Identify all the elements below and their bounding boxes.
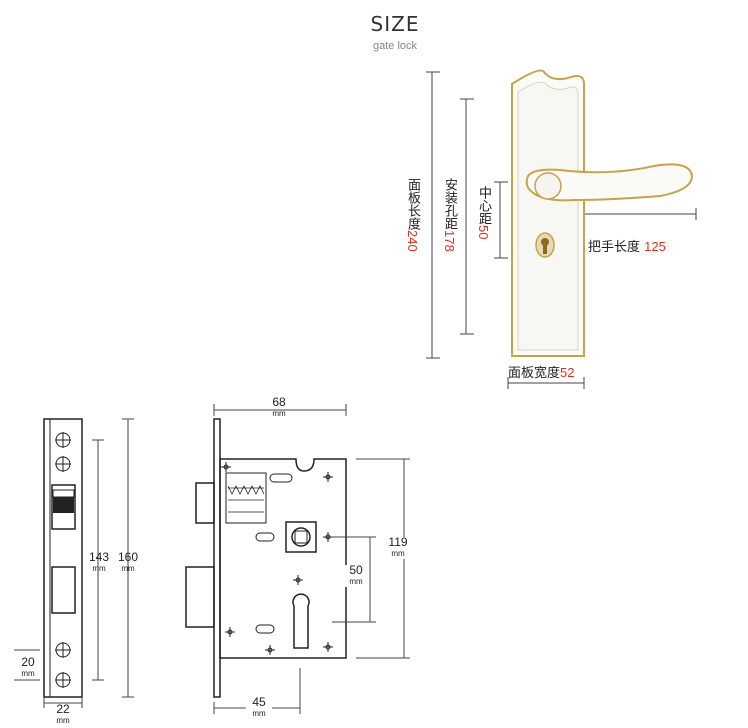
handle-panel	[511, 69, 585, 357]
hole-distance-text: 安装孔距	[442, 178, 457, 230]
handle-length-value: 125	[644, 239, 666, 254]
lockbody-68-value: 68	[272, 395, 286, 409]
page-subtitle: gate lock	[372, 40, 418, 52]
faceplate-latch	[52, 489, 75, 513]
faceplate-22-unit: mm	[56, 716, 70, 725]
faceplate-height-dimensions	[14, 418, 134, 708]
faceplate-143-value: 143	[88, 550, 110, 564]
lockbody-dimensions	[213, 404, 410, 714]
panel-width-dimension	[507, 377, 585, 389]
handle-length-label: 把手长度 125	[588, 236, 666, 255]
lockbody-50-label: 50 mm	[344, 563, 368, 587]
faceplate-160-value: 160	[117, 550, 139, 564]
lock-body	[185, 418, 347, 698]
lockbody-50-unit: mm	[349, 577, 363, 586]
lockbody-68-unit: mm	[272, 409, 286, 418]
lockbody-50-value: 50	[349, 563, 363, 577]
faceplate-20-value: 20	[21, 655, 35, 669]
hole-distance-dimension	[460, 98, 474, 335]
faceplate-screw-holes	[55, 432, 71, 688]
lockbody-119-value: 119	[388, 535, 408, 549]
handle-length-text: 把手长度	[588, 240, 641, 255]
faceplate-160-label: 160 mm	[115, 550, 141, 574]
hole-distance-label: 安装孔距178	[442, 178, 457, 252]
faceplate-143-label: 143 mm	[86, 550, 112, 574]
hole-distance-value: 178	[442, 230, 457, 252]
faceplate-20-unit: mm	[21, 669, 35, 678]
lockbody-68-label: 68 mm	[266, 395, 292, 419]
lockbody-119-unit: mm	[391, 549, 405, 558]
panel-width-label: 面板宽度52	[508, 362, 574, 381]
center-distance-label: 中心距50	[476, 186, 491, 240]
panel-length-label: 面板长度240	[405, 178, 420, 252]
lockbody-45-label: 45 mm	[246, 695, 272, 719]
faceplate-20-label: 20 mm	[16, 655, 40, 679]
center-distance-dimension	[494, 181, 508, 259]
handle-lever	[525, 163, 694, 202]
panel-width-value: 52	[560, 365, 575, 380]
lockbody-45-unit: mm	[252, 709, 266, 718]
panel-length-value: 240	[405, 230, 420, 252]
center-distance-value: 50	[476, 225, 491, 240]
page-title: SIZE	[370, 12, 420, 36]
faceplate	[43, 418, 83, 698]
lockbody-45-value: 45	[252, 695, 266, 709]
faceplate-22-label: 22 mm	[50, 702, 76, 726]
panel-length-dimension	[426, 71, 440, 359]
lock-body-screw-marks	[221, 462, 333, 655]
key-cylinder	[535, 232, 555, 258]
panel-width-text: 面板宽度	[508, 366, 561, 381]
panel-length-text: 面板长度	[405, 178, 420, 230]
center-distance-text: 中心距	[476, 186, 491, 225]
lockbody-119-label: 119 mm	[384, 535, 412, 559]
faceplate-22-value: 22	[56, 702, 70, 716]
faceplate-160-unit: mm	[121, 564, 135, 573]
faceplate-143-unit: mm	[92, 564, 106, 573]
